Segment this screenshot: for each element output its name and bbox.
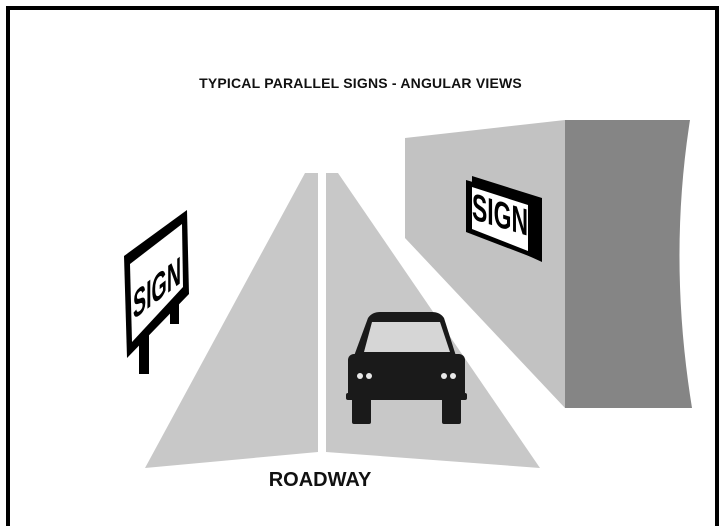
roadway-label: ROADWAY (230, 469, 410, 492)
car-tail-light-left-outer (357, 373, 363, 379)
car-tail-light-right-outer (450, 373, 456, 379)
car-rear-window (364, 322, 450, 352)
left-billboard: SIGN (124, 210, 189, 374)
building-side (565, 120, 692, 408)
car-tail-light-left-inner (366, 373, 372, 379)
car-tail-light-right-inner (441, 373, 447, 379)
scene-illustration: SIGN SIGN (0, 0, 721, 513)
